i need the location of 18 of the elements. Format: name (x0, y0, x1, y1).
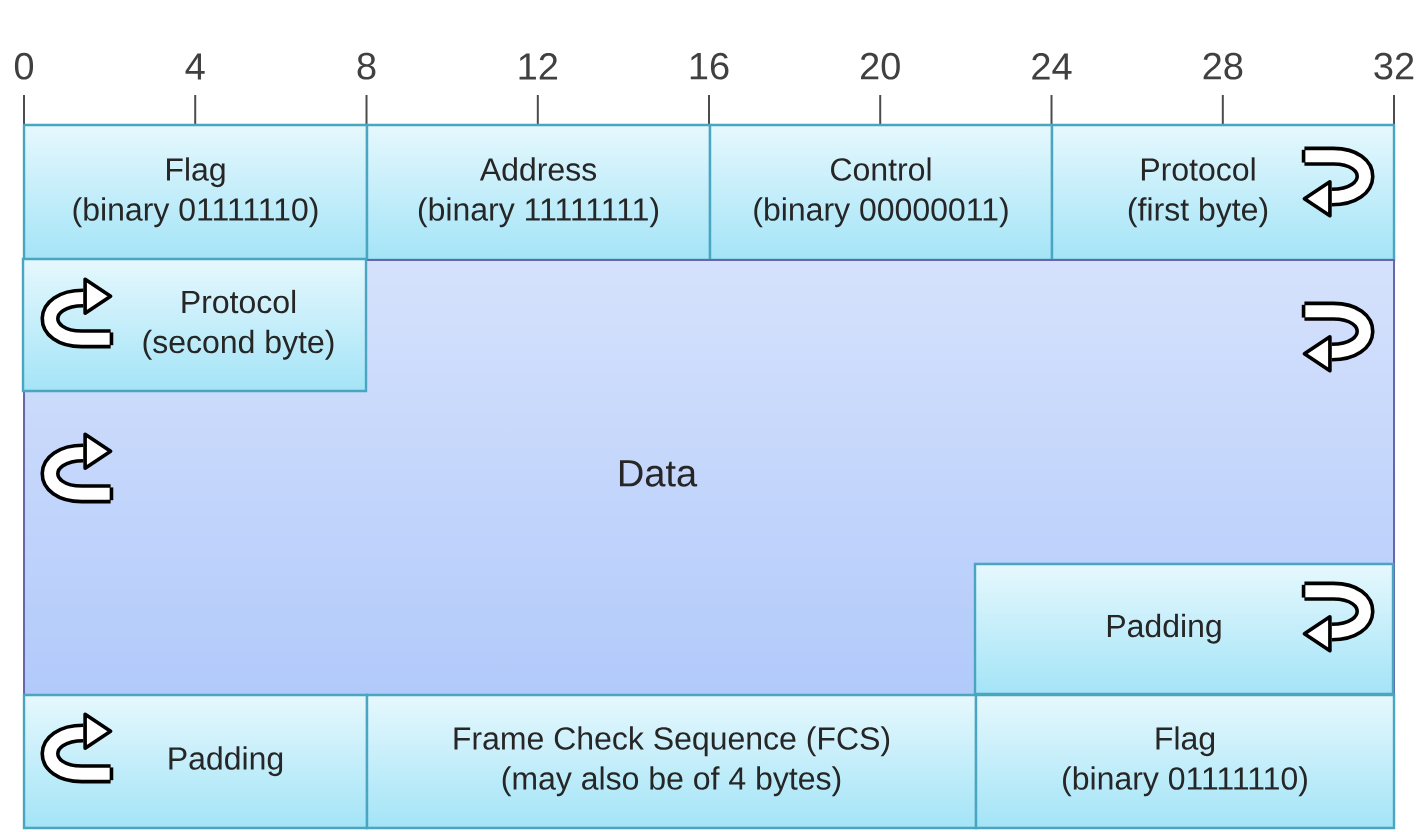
ruler-number: 4 (185, 53, 205, 80)
ruler-number: 32 (1374, 52, 1414, 80)
field-box: Padding (22, 693, 369, 830)
ruler-number: 20 (861, 52, 900, 80)
ruler-number: 8 (357, 52, 376, 80)
ruler-number: 28 (1203, 52, 1243, 80)
ruler-number: 24 (1032, 53, 1072, 80)
field-box: Protocol (second byte) (21, 257, 368, 393)
ruler-number: 16 (690, 52, 729, 80)
field-box: Address (binary 11111111) (365, 123, 712, 262)
field-box: Control (binary 00000011) (708, 123, 1054, 262)
ruler-number: 0 (14, 52, 34, 80)
field-box: Frame Check Sequence (FCS) (may also be of 4 bytes) (365, 693, 978, 830)
field-box: Protocol (first byte) (1050, 123, 1396, 262)
ruler-number: 12 (519, 53, 558, 80)
field-box: Padding (973, 562, 1395, 696)
field-box: Flag (binary 01111110) (974, 693, 1396, 830)
field-box: Flag (binary 01111110) (22, 123, 369, 262)
